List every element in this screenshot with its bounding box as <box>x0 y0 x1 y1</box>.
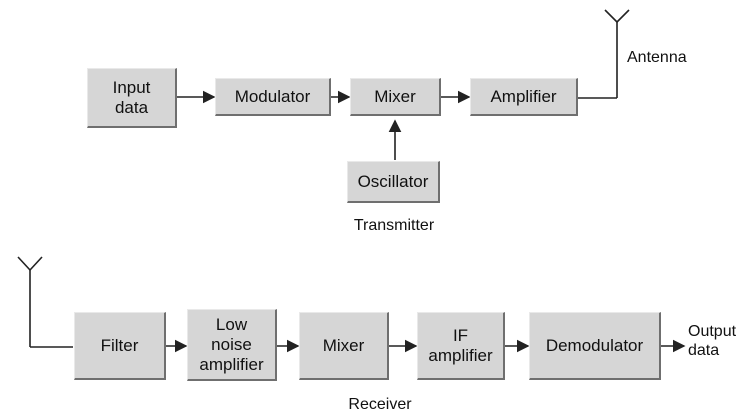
output-data-label: Output data <box>688 323 737 359</box>
mixer-block-transmitter: Mixer <box>350 78 441 116</box>
transmitter-caption: Transmitter <box>353 217 435 234</box>
amplifier-block: Amplifier <box>470 78 578 116</box>
if-amplifier-block: IF amplifier <box>417 312 505 380</box>
receiver-antenna-icon <box>17 256 43 347</box>
low-noise-amplifier-block: Low noise amplifier <box>187 309 277 381</box>
receiver-caption: Receiver <box>348 396 412 413</box>
oscillator-block: Oscillator <box>347 161 440 203</box>
transmitter-antenna-icon <box>604 9 630 98</box>
input-data-block: Input data <box>87 68 177 128</box>
filter-block: Filter <box>74 312 166 380</box>
antenna-label: Antenna <box>627 49 687 66</box>
demodulator-block: Demodulator <box>529 312 661 380</box>
mixer-block-receiver: Mixer <box>299 312 389 380</box>
modulator-block: Modulator <box>215 78 331 116</box>
